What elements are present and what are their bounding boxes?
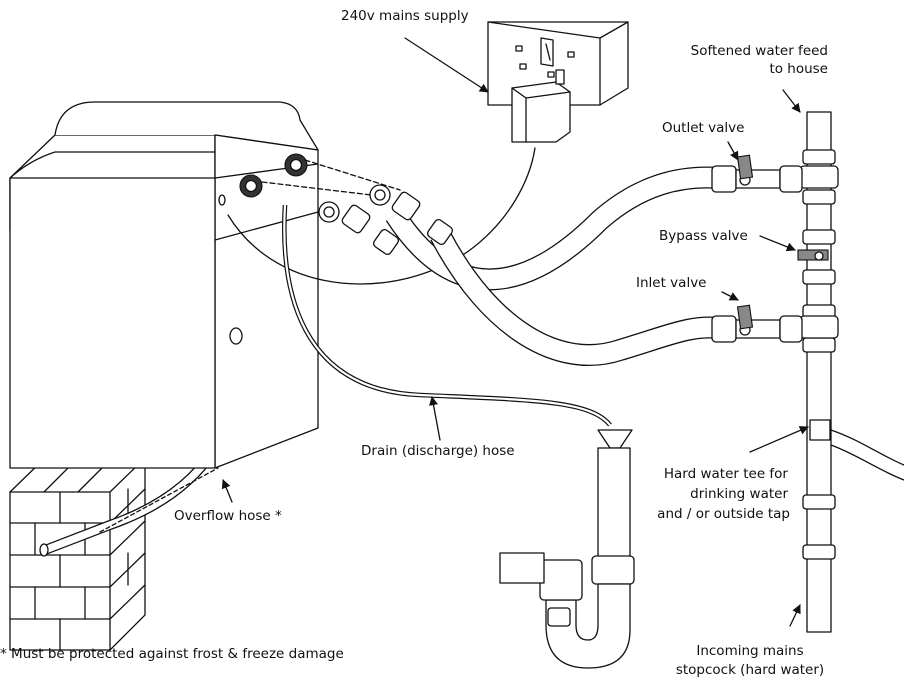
label-outlet-valve: Outlet valve [662,120,744,137]
outlet-valve [712,155,802,192]
label-bypass-valve: Bypass valve [659,228,748,245]
label-softened-feed-line2: to house [660,61,828,78]
label-incoming-mains-line1: Incoming mains [660,643,840,660]
label-incoming-mains-line2: stopcock (hard water) [650,662,850,679]
label-frost-footnote: * Must be protected against frost & free… [0,646,344,663]
label-drain-hose: Drain (discharge) hose [361,443,515,460]
water-softener-unit [10,102,318,468]
drain-standpipe [500,430,634,668]
inlet-valve [712,305,802,342]
label-inlet-valve: Inlet valve [636,275,707,292]
label-overflow-hose: Overflow hose * [174,508,282,525]
label-mains-supply: 240v mains supply [341,8,469,25]
label-hard-water-tee-line2: drinking water [620,486,788,503]
label-softened-feed-line1: Softened water feed [660,43,828,60]
label-hard-water-tee-line1: Hard water tee for [620,466,788,483]
bypass-valve [798,250,828,260]
inlet-hose [440,235,720,355]
brick-wall [10,458,145,650]
label-hard-water-tee-line3: and / or outside tap [600,506,790,523]
